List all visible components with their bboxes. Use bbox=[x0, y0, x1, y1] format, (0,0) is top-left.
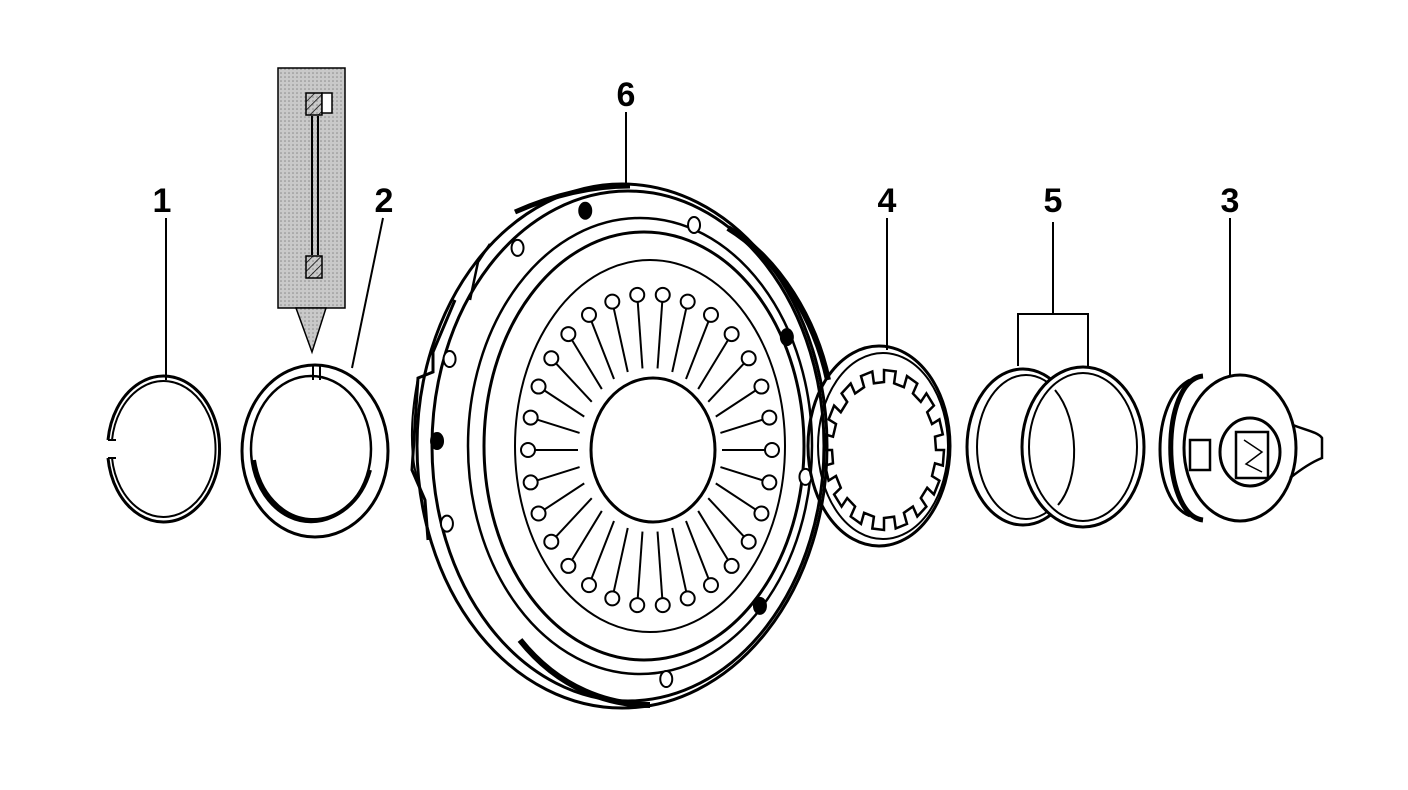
part-5-ring-pair bbox=[965, 365, 1146, 529]
finger-tip bbox=[679, 293, 696, 310]
callout-3: 3 bbox=[1221, 182, 1240, 220]
diaphragm-finger bbox=[590, 520, 615, 581]
diaphragm-finger bbox=[707, 361, 747, 403]
diaphragm-finger bbox=[697, 338, 730, 390]
finger-tip bbox=[629, 286, 646, 303]
spline-teeth bbox=[822, 368, 946, 532]
rim-hole bbox=[510, 238, 525, 257]
rim-hole bbox=[752, 596, 767, 615]
finger-tip bbox=[654, 597, 671, 614]
rim-hole bbox=[779, 328, 794, 347]
diaphragm-finger bbox=[720, 466, 766, 483]
finger-tip bbox=[764, 442, 780, 458]
diaphragm-finger bbox=[553, 361, 593, 403]
part-6-pressure-plate bbox=[410, 182, 831, 710]
finger-tip bbox=[629, 597, 646, 614]
diaphragm-finger bbox=[671, 527, 688, 593]
diaphragm-finger bbox=[612, 307, 629, 373]
rim-hole bbox=[439, 514, 454, 533]
rim-hole bbox=[430, 432, 445, 451]
finger-tip bbox=[522, 409, 539, 426]
diaphragm-finger bbox=[534, 417, 580, 434]
finger-tip bbox=[761, 474, 778, 491]
diaphragm-finger bbox=[590, 319, 615, 380]
finger-tip bbox=[604, 293, 621, 310]
callout-4: 4 bbox=[878, 182, 897, 220]
finger-tip bbox=[740, 350, 757, 367]
pressure-plate-details bbox=[430, 201, 813, 689]
finger-tip bbox=[753, 505, 770, 522]
diaphragm-finger bbox=[541, 482, 585, 512]
finger-tip bbox=[753, 378, 770, 395]
diaphragm-finger bbox=[636, 300, 644, 369]
diaphragm-finger bbox=[697, 510, 730, 562]
callout-2: 2 bbox=[375, 182, 394, 220]
diaphragm-finger bbox=[612, 527, 629, 593]
diaphragm-finger bbox=[715, 388, 759, 418]
finger-tip bbox=[581, 577, 597, 594]
finger-tip bbox=[654, 286, 671, 303]
diaphragm-finger bbox=[707, 497, 747, 539]
callout-5: 5 bbox=[1044, 182, 1063, 220]
finger-tip bbox=[543, 533, 560, 550]
finger-tip bbox=[530, 505, 547, 522]
finger-tip bbox=[723, 557, 740, 574]
finger-tip bbox=[520, 442, 536, 458]
part-4-splined-ring bbox=[806, 344, 952, 548]
diaphragm-finger bbox=[685, 319, 710, 380]
finger-tip bbox=[604, 590, 621, 607]
finger-tip bbox=[530, 378, 547, 395]
diaphragm-finger bbox=[570, 510, 603, 562]
finger-tip bbox=[560, 557, 577, 574]
leader-2 bbox=[351, 217, 384, 369]
finger-tip bbox=[723, 326, 740, 343]
rim-hole bbox=[659, 670, 674, 689]
finger-tip bbox=[543, 350, 560, 367]
diaphragm-finger bbox=[656, 531, 664, 600]
rim-hole bbox=[442, 350, 457, 369]
callouts: 1 2 6 4 5 3 bbox=[153, 76, 1240, 220]
diaphragm-finger bbox=[715, 482, 759, 512]
diaphragm-finger bbox=[656, 300, 664, 369]
diaphragm-finger bbox=[636, 531, 644, 600]
finger-tip bbox=[703, 577, 719, 594]
diaphragm-finger bbox=[534, 466, 580, 483]
diaphragm-finger bbox=[541, 388, 585, 418]
callout-1: 1 bbox=[153, 182, 172, 220]
part-3-release-bearing bbox=[1158, 373, 1324, 523]
finger-tip bbox=[522, 474, 539, 491]
finger-tip bbox=[679, 590, 696, 607]
bracket-5 bbox=[1017, 222, 1089, 366]
diaphragm-finger bbox=[685, 520, 710, 581]
part-2-ring bbox=[240, 363, 390, 539]
diaphragm-finger bbox=[553, 497, 593, 539]
finger-tip bbox=[703, 306, 719, 323]
leader-lines bbox=[165, 112, 1231, 380]
finger-tip bbox=[740, 533, 757, 550]
rim-hole bbox=[578, 201, 593, 220]
diaphragm-finger bbox=[720, 417, 766, 434]
finger-tip bbox=[761, 409, 778, 426]
section-inset bbox=[277, 67, 346, 355]
rim-hole bbox=[687, 215, 702, 234]
spline-profile bbox=[822, 368, 946, 532]
finger-tip bbox=[581, 306, 597, 323]
finger-tip bbox=[560, 326, 577, 343]
callout-6: 6 bbox=[617, 76, 636, 114]
diaphragm-finger bbox=[671, 307, 688, 373]
part-1-circlip bbox=[106, 374, 222, 524]
diaphragm-finger bbox=[570, 338, 603, 390]
